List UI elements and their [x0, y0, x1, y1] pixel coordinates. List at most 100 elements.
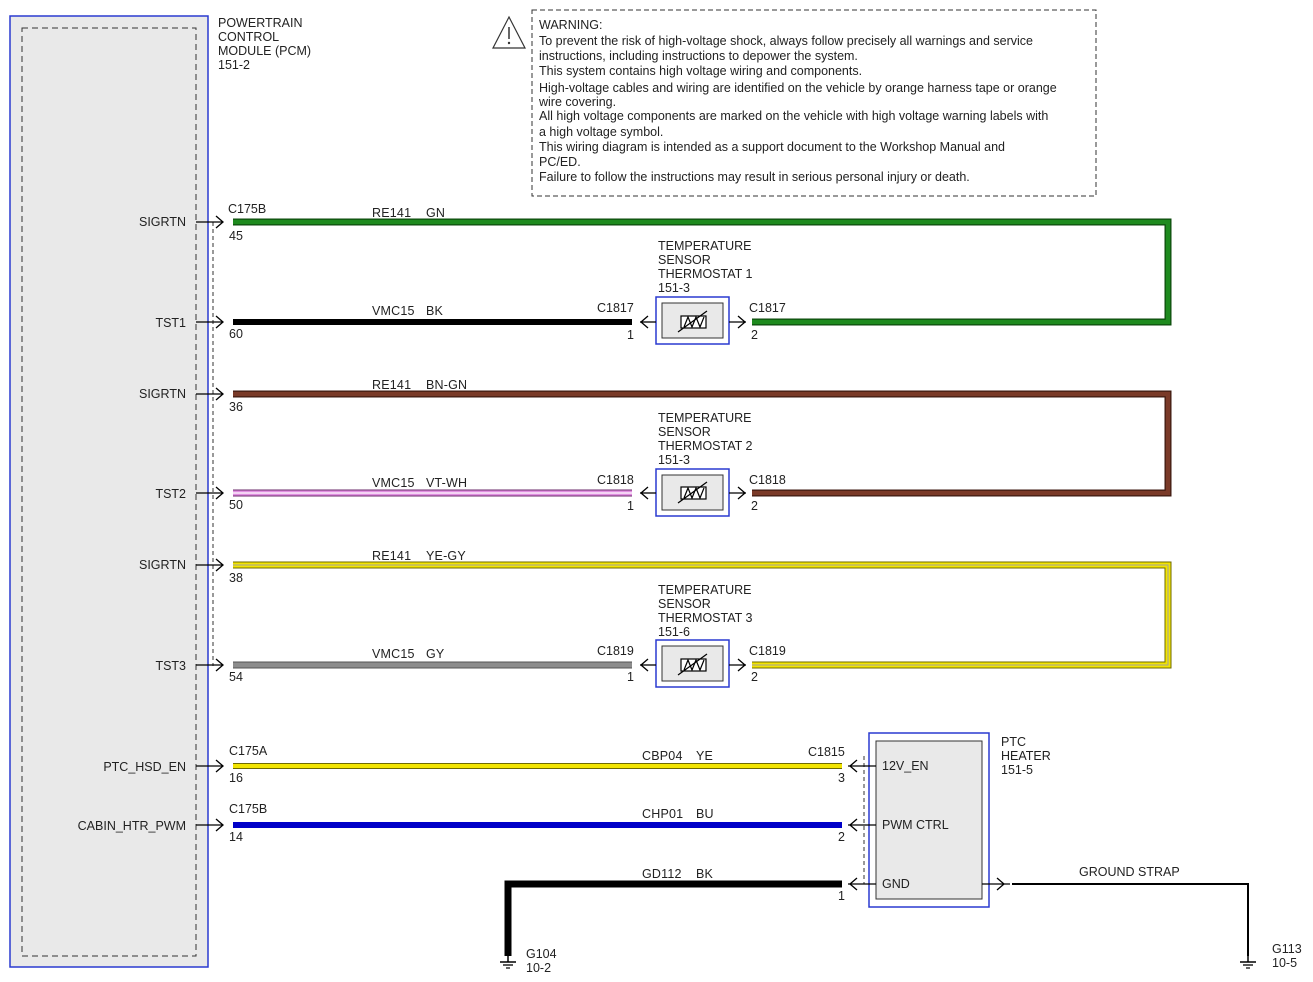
wire4-color-code: VT-WH — [426, 476, 467, 490]
wire9-circuit: GD112 — [642, 867, 682, 881]
connector-arrow-icon — [196, 818, 224, 832]
warning-line-11: Failure to follow the instructions may r… — [539, 170, 970, 184]
pcm-pin-ptc-hsd-en: PTC_HSD_EN — [103, 760, 186, 774]
wire6-circuit: VMC15 — [372, 647, 415, 661]
ptc-pin-12v-en: 12V_EN — [882, 759, 929, 773]
warning-triangle-icon — [492, 15, 526, 49]
wire7-connector: C175A — [229, 744, 268, 758]
ptc-pin-gnd: GND — [882, 877, 910, 891]
pcm-connector-arrows — [196, 215, 224, 832]
connector-arrow-icon — [196, 558, 224, 572]
wire-re141-bn-gn — [233, 390, 1172, 497]
connector-arrow-icon — [848, 877, 876, 891]
sensor1-name-3: THERMOSTAT 1 — [658, 267, 753, 281]
pcm-pin-sigrtn-1: SIGRTN — [139, 215, 186, 229]
connector-arrow-icon — [196, 658, 224, 672]
wire7-color-code: YE — [696, 749, 713, 763]
ground-g113-name: G113 — [1272, 942, 1302, 956]
wire3-pin: 36 — [229, 400, 243, 414]
pcm-pin-sigrtn-2: SIGRTN — [139, 387, 186, 401]
wire3-color-code: BN-GN — [426, 378, 467, 392]
wire3-circuit: RE141 — [372, 378, 411, 392]
sensor2-conn-right: C1818 — [749, 473, 786, 487]
warning-line-10: PC/ED. — [539, 155, 581, 169]
sensor1-conn-left: C1817 — [597, 301, 634, 315]
connector-arrow-icon — [640, 315, 656, 329]
warning-line-5: High-voltage cables and wiring are ident… — [539, 81, 1057, 95]
connector-arrow-icon — [848, 818, 876, 832]
ptc-name-2: HEATER — [1001, 749, 1051, 763]
ptc-name-1: PTC — [1001, 735, 1026, 749]
wire8-circuit: CHP01 — [642, 807, 683, 821]
connector-arrow-icon — [196, 387, 224, 401]
warning-line-7: All high voltage components are marked o… — [539, 109, 1048, 123]
ground-icon — [500, 956, 516, 969]
wire9-color-code: BK — [696, 867, 714, 881]
sensor-thermostat-2: TEMPERATURE SENSOR THERMOSTAT 2 151-3 C1… — [597, 411, 786, 517]
sensor3-name-2: SENSOR — [658, 597, 711, 611]
ptc-pin-num-1: 1 — [838, 889, 845, 903]
wire4-circuit: VMC15 — [372, 476, 415, 490]
wire-gd112-bk — [504, 880, 842, 956]
sensor2-conn-left: C1818 — [597, 473, 634, 487]
sensor3-conn-right: C1819 — [749, 644, 786, 658]
ptc-pin-pwm-ctrl: PWM CTRL — [882, 818, 949, 832]
connector-arrow-icon — [982, 877, 1010, 891]
wire7-pin: 16 — [229, 771, 243, 785]
ptc-pin-num-2: 2 — [838, 830, 845, 844]
connector-arrow-icon — [196, 486, 224, 500]
pcm-pin-tst3: TST3 — [155, 659, 186, 673]
wire1-pin: 45 — [229, 229, 243, 243]
sensor-thermostat-1: TEMPERATURE SENSOR THERMOSTAT 1 151-3 C1… — [597, 239, 786, 345]
pcm-name-1: POWERTRAIN — [218, 16, 303, 30]
wire5-color-code: YE-GY — [426, 549, 466, 563]
ground-g104-ref: 10-2 — [526, 961, 551, 975]
connector-arrow-icon — [196, 215, 224, 229]
pcm-module: POWERTRAIN CONTROL MODULE (PCM) 151-2 SI… — [9, 15, 311, 968]
warning-line-8: a high voltage symbol. — [539, 125, 663, 139]
warning-border — [531, 9, 1097, 197]
pcm-pin-sigrtn-3: SIGRTN — [139, 558, 186, 572]
pcm-name-2: CONTROL — [218, 30, 279, 44]
thermistor-icon — [677, 653, 708, 676]
warning-line-2: To prevent the risk of high-voltage shoc… — [539, 34, 1033, 48]
wire-re141-ye-gy — [233, 561, 1172, 669]
wire2-color-code: BK — [426, 304, 444, 318]
pcm-inner-dashed — [21, 27, 197, 957]
ptc-heater: PTC HEATER 151-5 C1815 12V_EN PWM CTRL G… — [808, 732, 1051, 908]
wire8-connector: C175B — [229, 802, 267, 816]
ground-icon — [1240, 956, 1256, 969]
sensor3-pin-right: 2 — [751, 670, 758, 684]
wire5-circuit: RE141 — [372, 549, 411, 563]
connector-arrow-icon — [729, 486, 746, 500]
sensor1-name-2: SENSOR — [658, 253, 711, 267]
sensor1-name-1: TEMPERATURE — [658, 239, 752, 253]
wire2-pin: 60 — [229, 327, 243, 341]
pcm-pin-tst1: TST1 — [155, 316, 186, 330]
connector-arrow-icon — [729, 658, 746, 672]
ptc-name-3: 151-5 — [1001, 763, 1033, 777]
wire1-color-code: GN — [426, 206, 445, 220]
sensor3-name-1: TEMPERATURE — [658, 583, 752, 597]
wire-re141-gn — [233, 218, 1172, 326]
warning-line-6: wire covering. — [538, 95, 616, 109]
sensor3-name-3: THERMOSTAT 3 — [658, 611, 753, 625]
sensor3-name-4: 151-6 — [658, 625, 690, 639]
wire2-circuit: VMC15 — [372, 304, 415, 318]
sensor2-name-1: TEMPERATURE — [658, 411, 752, 425]
sensor2-name-2: SENSOR — [658, 425, 711, 439]
wire6-color-code: GY — [426, 647, 445, 661]
sensor1-pin-right: 2 — [751, 328, 758, 342]
wire8-pin: 14 — [229, 830, 243, 844]
ground-g113-ref: 10-5 — [1272, 956, 1297, 970]
connector-arrow-icon — [729, 315, 746, 329]
warning-box: WARNING: To prevent the risk of high-vol… — [492, 9, 1097, 197]
connector-arrow-icon — [196, 759, 224, 773]
sensor1-name-4: 151-3 — [658, 281, 690, 295]
connector-arrow-icon — [848, 759, 876, 773]
warning-line-3: instructions, including instructions to … — [539, 49, 858, 63]
sensor3-pin-left: 1 — [627, 670, 634, 684]
connector-arrow-icon — [640, 486, 656, 500]
wire5-pin: 38 — [229, 571, 243, 585]
